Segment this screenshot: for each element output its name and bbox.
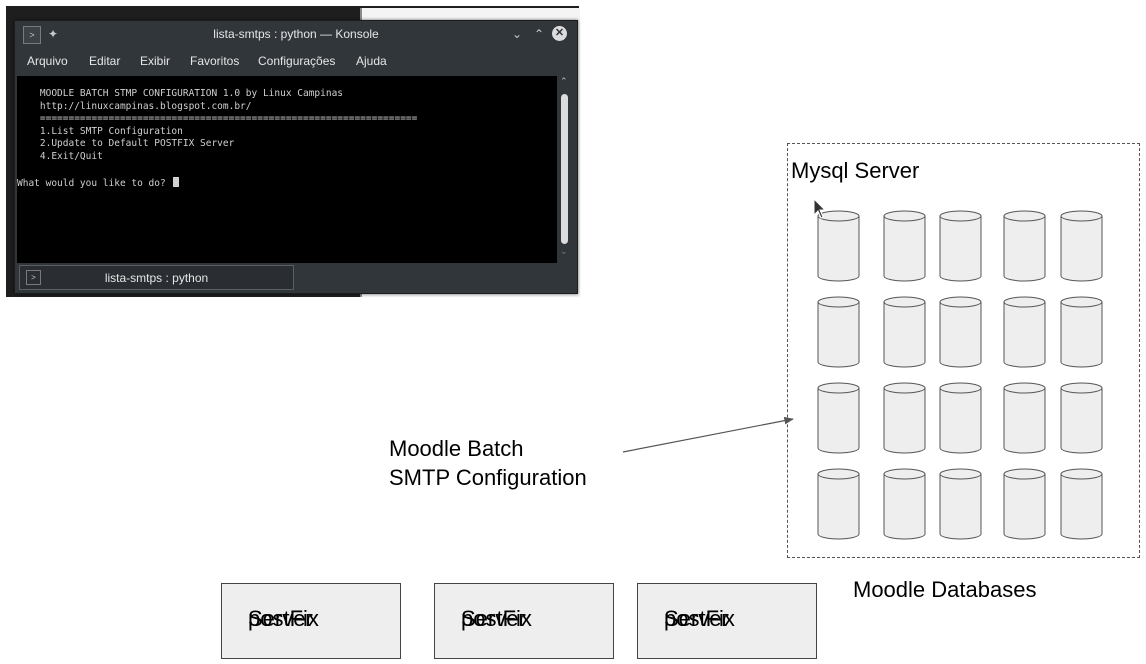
database-cylinder-icon	[1060, 296, 1103, 368]
menu-exibir[interactable]: Exibir	[140, 54, 171, 68]
konsole-window: > ✦ lista-smtps : python — Konsole ⌄ ⌃ ✕…	[14, 20, 578, 294]
close-icon[interactable]: ✕	[552, 26, 567, 41]
mouse-pointer-icon	[813, 198, 827, 219]
scroll-down-icon[interactable]: ⌄	[560, 246, 568, 256]
menu-configuracoes[interactable]: Configurações	[258, 54, 336, 68]
terminal-prompt: What would you like to do?	[17, 178, 172, 189]
database-cylinder-icon	[883, 296, 926, 368]
connection-arrow	[622, 416, 794, 453]
database-cylinder-icon	[939, 382, 982, 454]
moodle-batch-label: Moodle Batch SMTP Configuration	[389, 434, 587, 492]
tab-label: lista-smtps : python	[104, 271, 209, 285]
database-cylinders	[817, 210, 1103, 540]
database-cylinder-icon	[817, 296, 860, 368]
menu-arquivo[interactable]: Arquivo	[27, 54, 68, 68]
window-title: lista-smtps : python — Konsole	[213, 27, 379, 41]
database-cylinder-icon	[817, 468, 860, 540]
terminal-tab-icon: >	[26, 270, 41, 285]
database-cylinder-icon	[883, 468, 926, 540]
terminal-line: 1.List SMTP Configuration	[17, 125, 183, 137]
database-cylinder-icon	[883, 210, 926, 282]
database-cylinder-icon	[939, 468, 982, 540]
scroll-up-icon[interactable]: ⌃	[560, 76, 568, 86]
database-cylinder-icon	[1003, 382, 1046, 454]
moodle-databases-label: Moodle Databases	[853, 577, 1037, 602]
database-cylinder-icon	[817, 382, 860, 454]
terminal-line: 4.Exit/Quit	[17, 151, 103, 162]
menu-favoritos[interactable]: Favoritos	[190, 54, 240, 68]
terminal-scrollbar[interactable]: ⌃ ⌄	[558, 76, 572, 263]
database-cylinder-icon	[1060, 382, 1103, 454]
database-cylinder-icon	[939, 296, 982, 368]
mysql-server-label: Mysql Server	[791, 158, 920, 183]
batch-label-line1: Moodle Batch	[389, 436, 524, 461]
maximize-icon[interactable]: ⌃	[533, 27, 545, 41]
terminal-line: MOODLE BATCH STMP CONFIGURATION 1.0 by L…	[17, 88, 344, 99]
database-cylinder-icon	[1003, 210, 1046, 282]
database-cylinder-icon	[1003, 468, 1046, 540]
database-cylinder-icon	[1060, 468, 1103, 540]
title-bar[interactable]: > ✦ lista-smtps : python — Konsole ⌄ ⌃ ✕	[15, 21, 577, 48]
database-cylinder-icon	[817, 210, 860, 282]
mysql-server-box	[787, 143, 1140, 558]
terminal-output[interactable]: MOODLE BATCH STMP CONFIGURATION 1.0 by L…	[17, 76, 557, 263]
terminal-line: ========================================…	[17, 113, 418, 125]
database-cylinder-icon	[939, 210, 982, 282]
tab-bar: > lista-smtps : python	[15, 265, 577, 293]
terminal-app-icon[interactable]: >	[23, 26, 41, 44]
menu-bar: Arquivo Editar Exibir Favoritos Configur…	[15, 49, 577, 73]
menu-ajuda[interactable]: Ajuda	[356, 54, 387, 68]
text-cursor	[173, 177, 180, 187]
terminal-prompt-line: What would you like to do?	[17, 177, 180, 191]
tab-lista-smtps[interactable]: > lista-smtps : python	[19, 265, 294, 290]
database-cylinder-icon	[1060, 210, 1103, 282]
database-cylinder-icon	[1003, 296, 1046, 368]
batch-label-line2: SMTP Configuration	[389, 465, 587, 490]
menu-editar[interactable]: Editar	[89, 54, 121, 68]
terminal-line: 2.Update to Default POSTFIX Server	[17, 138, 235, 150]
minimize-icon[interactable]: ⌄	[511, 27, 523, 41]
database-cylinder-icon	[883, 382, 926, 454]
terminal-line: http://linuxcampinas.blogspot.com.br/	[17, 100, 252, 112]
scrollbar-thumb[interactable]	[561, 94, 568, 244]
pin-icon[interactable]: ✦	[47, 27, 59, 41]
